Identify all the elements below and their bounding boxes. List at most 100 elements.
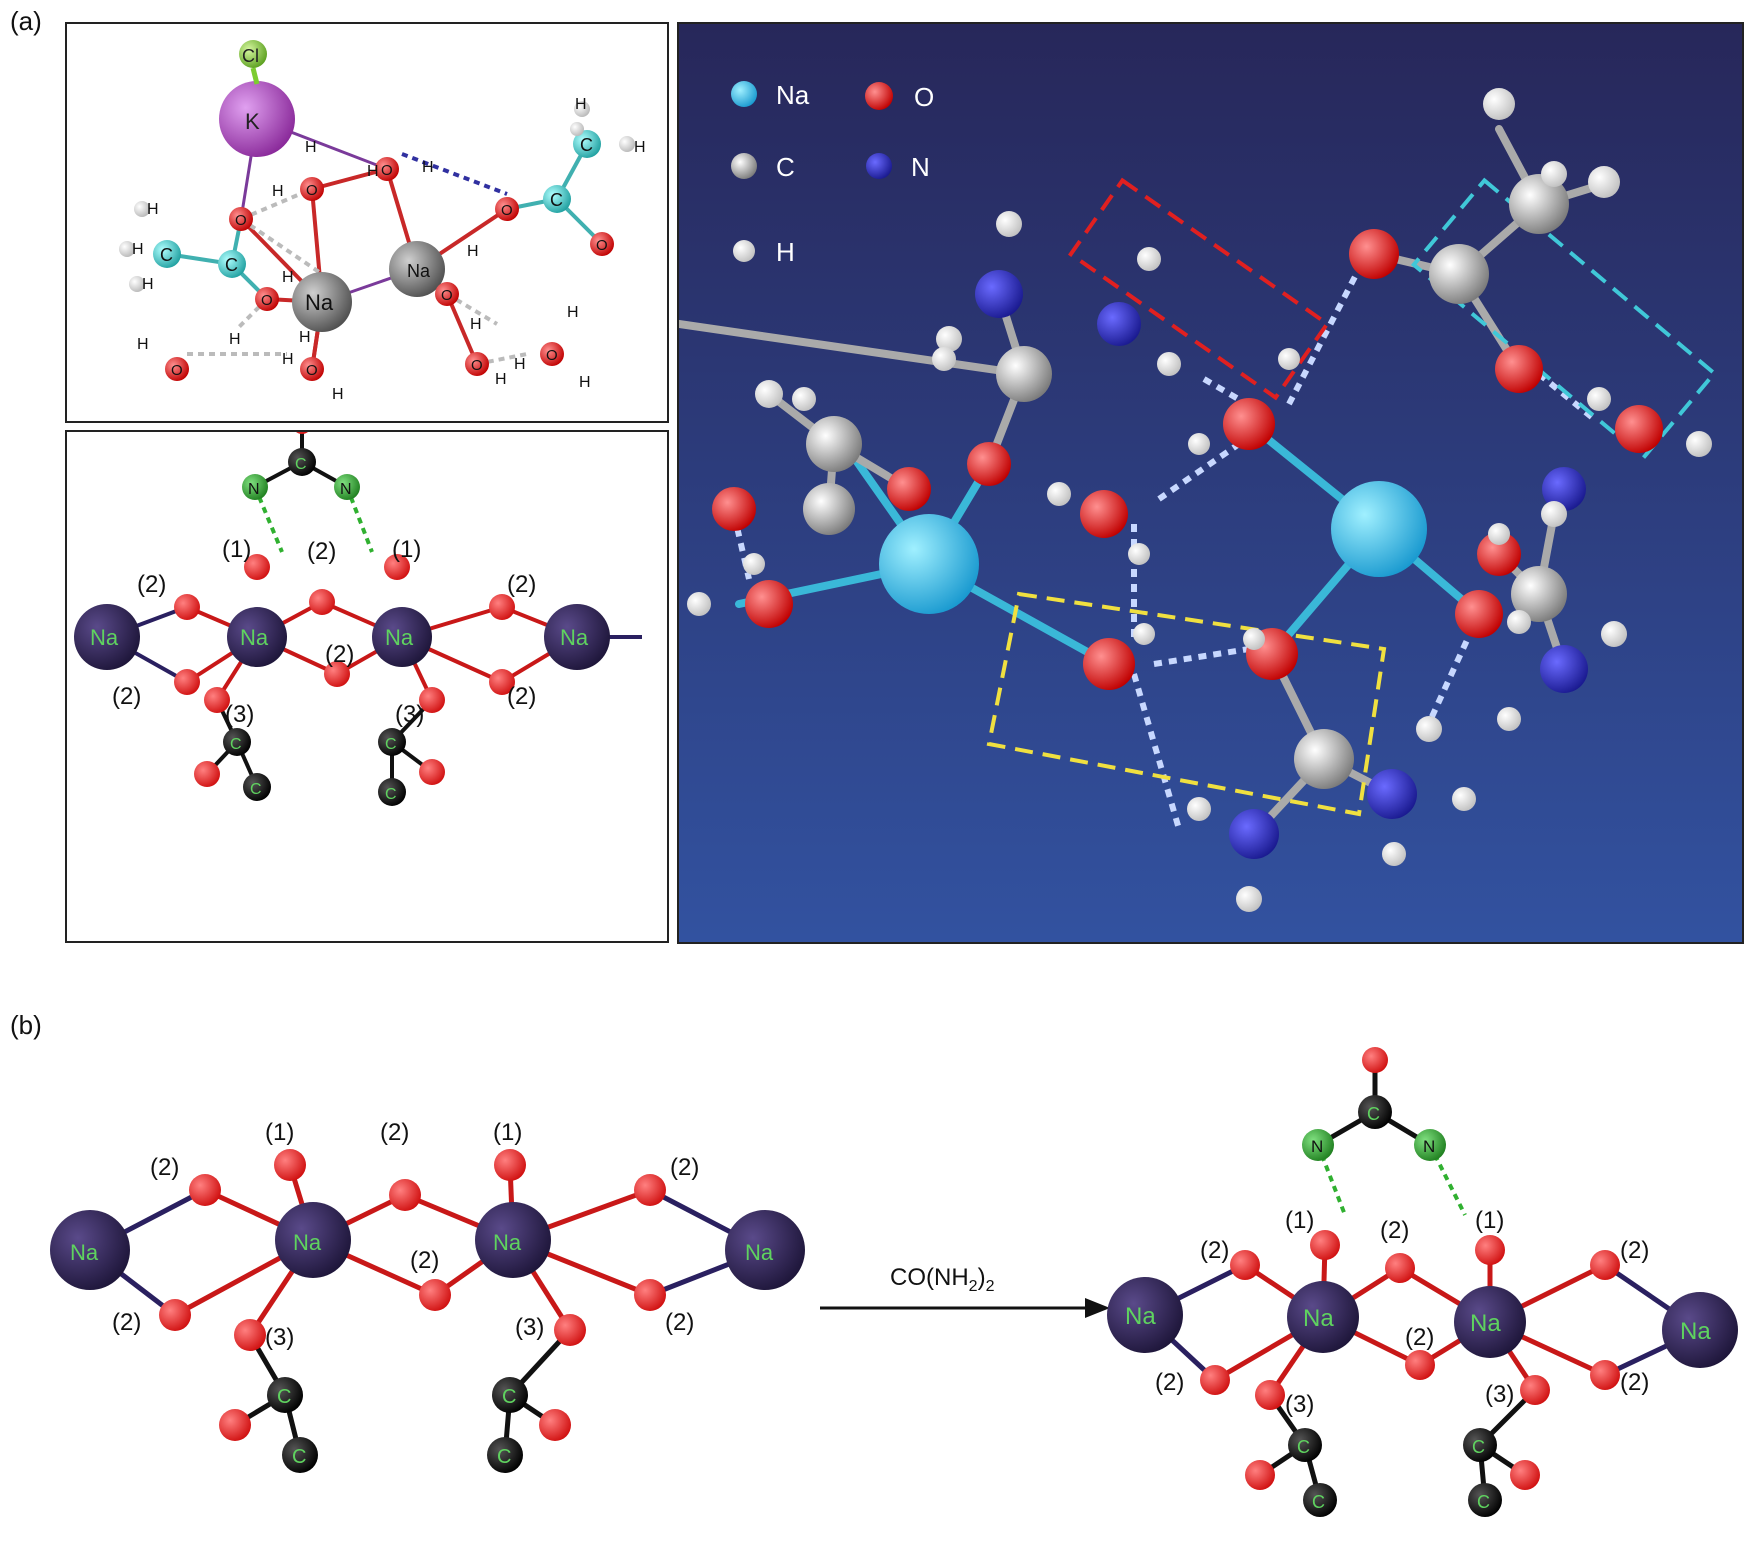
svg-text:(1): (1): [493, 1119, 522, 1146]
svg-text:(2): (2): [307, 538, 336, 565]
svg-text:(3): (3): [395, 701, 424, 728]
chain-oxygens: [174, 554, 515, 787]
legend-o-label: O: [914, 82, 934, 112]
svg-text:(3): (3): [1285, 1391, 1314, 1418]
svg-text:(2): (2): [137, 571, 166, 598]
sodium-label-2: Na: [407, 261, 431, 281]
sodium-atom-1: [292, 272, 352, 332]
carbon-atom-3: [543, 185, 571, 213]
svg-text:Na: Na: [493, 1230, 522, 1255]
svg-text:N: N: [340, 481, 352, 498]
sodium-atoms-dark: Na Na Na Na: [74, 604, 610, 670]
svg-text:C: C: [250, 781, 262, 798]
svg-text:C: C: [385, 736, 397, 753]
svg-text:H: H: [229, 331, 241, 348]
chlorine-atom: [239, 40, 267, 68]
na-atom-right: [1331, 481, 1427, 577]
acetate-carbon-1: [223, 728, 251, 756]
legend-o-swatch: [865, 82, 893, 110]
sodium-label-1: Na: [305, 290, 334, 315]
svg-text:Na: Na: [293, 1230, 322, 1255]
svg-text:(1): (1): [1475, 1207, 1504, 1234]
svg-text:O: O: [441, 287, 453, 304]
svg-text:H: H: [367, 163, 379, 180]
svg-text:H: H: [142, 276, 154, 293]
svg-text:(2): (2): [112, 683, 141, 710]
ball-stick-3d-svg: Na C H O N: [679, 24, 1742, 942]
svg-text:C: C: [1312, 1492, 1325, 1512]
svg-text:H: H: [514, 356, 526, 373]
svg-text:C: C: [1297, 1437, 1310, 1457]
svg-text:(2): (2): [507, 683, 536, 710]
svg-text:H: H: [567, 304, 579, 321]
svg-text:C: C: [230, 736, 242, 753]
svg-text:C: C: [1472, 1437, 1485, 1457]
svg-text:(1): (1): [222, 536, 251, 563]
svg-text:C: C: [277, 1386, 291, 1408]
cluster-kcl-na-svg: K Cl Na Na C C C C O O O O O O O O O O O…: [119, 40, 646, 403]
svg-text:Na: Na: [1470, 1310, 1501, 1337]
svg-text:O: O: [171, 362, 183, 379]
potassium-label: K: [245, 109, 260, 134]
svg-text:H: H: [272, 183, 284, 200]
nitrogen-atoms-3d: [975, 270, 1588, 859]
svg-text:H: H: [470, 316, 482, 333]
legend: Na C H O N: [731, 80, 934, 267]
legend-na-swatch: [731, 81, 757, 107]
yellow-dashed-box: [986, 591, 1387, 817]
svg-text:Na: Na: [70, 1240, 99, 1265]
panel-b-label: (b): [10, 1010, 42, 1040]
potassium-atom: [219, 81, 295, 157]
svg-text:H: H: [495, 371, 507, 388]
oxygen-atoms: O O O O O O O O O O O: [165, 157, 614, 381]
svg-text:H: H: [579, 374, 591, 391]
carbon-label-2: C: [225, 255, 238, 275]
sodium-atom-2: [389, 241, 445, 297]
carbon-atom-4: [573, 130, 601, 158]
carbon-atom-1: [153, 240, 181, 268]
carbon-atom-2: [218, 250, 246, 278]
svg-text:Na: Na: [560, 625, 589, 650]
urea-nitrogen-2: [334, 474, 360, 500]
svg-text:(2): (2): [150, 1154, 179, 1181]
svg-text:(2): (2): [1200, 1237, 1229, 1264]
svg-text:(3): (3): [265, 1324, 294, 1351]
svg-text:(2): (2): [1620, 1237, 1649, 1264]
red-dashed-box: [1068, 177, 1330, 401]
svg-text:(2): (2): [112, 1309, 141, 1336]
svg-text:(2): (2): [507, 571, 536, 598]
acetate-carbon-4: [378, 778, 406, 806]
hydrogen-atoms-3d: [687, 88, 1712, 912]
na-atom-left: [879, 514, 979, 614]
svg-text:O: O: [471, 357, 483, 374]
svg-text:(3): (3): [225, 701, 254, 728]
svg-text:C: C: [292, 1446, 306, 1468]
svg-text:C: C: [502, 1386, 516, 1408]
svg-text:H: H: [137, 336, 149, 353]
hbond-blue: [401, 152, 508, 196]
cluster-kcl-na-box: K Cl Na Na C C C C O O O O O O O O O O O…: [65, 22, 669, 423]
urea-oxygen: [296, 432, 308, 434]
hydrogen-atoms: H H H H H H H H H H H H H H H H H H H H …: [119, 96, 646, 403]
svg-text:Na: Na: [1680, 1318, 1711, 1345]
svg-text:H: H: [467, 243, 479, 260]
svg-text:(2): (2): [410, 1247, 439, 1274]
ball-stick-3d-box: Na C H O N: [677, 22, 1744, 944]
carbon-label-1: C: [160, 245, 173, 265]
carbon-atoms-3d: [803, 174, 1569, 789]
svg-text:(3): (3): [515, 1314, 544, 1341]
svg-text:(1): (1): [392, 536, 421, 563]
svg-text:H: H: [332, 386, 344, 403]
urea-carbon-label: C: [295, 456, 307, 473]
svg-text:Na: Na: [1303, 1305, 1334, 1332]
svg-text:H: H: [634, 139, 646, 156]
svg-text:N: N: [248, 481, 260, 498]
svg-text:C: C: [385, 786, 397, 803]
legend-c-swatch: [731, 153, 757, 179]
svg-text:H: H: [132, 241, 144, 258]
svg-text:Na: Na: [385, 625, 414, 650]
svg-text:H: H: [147, 201, 159, 218]
svg-text:O: O: [501, 202, 513, 219]
svg-text:O: O: [235, 212, 247, 229]
legend-n-swatch: [866, 153, 892, 179]
